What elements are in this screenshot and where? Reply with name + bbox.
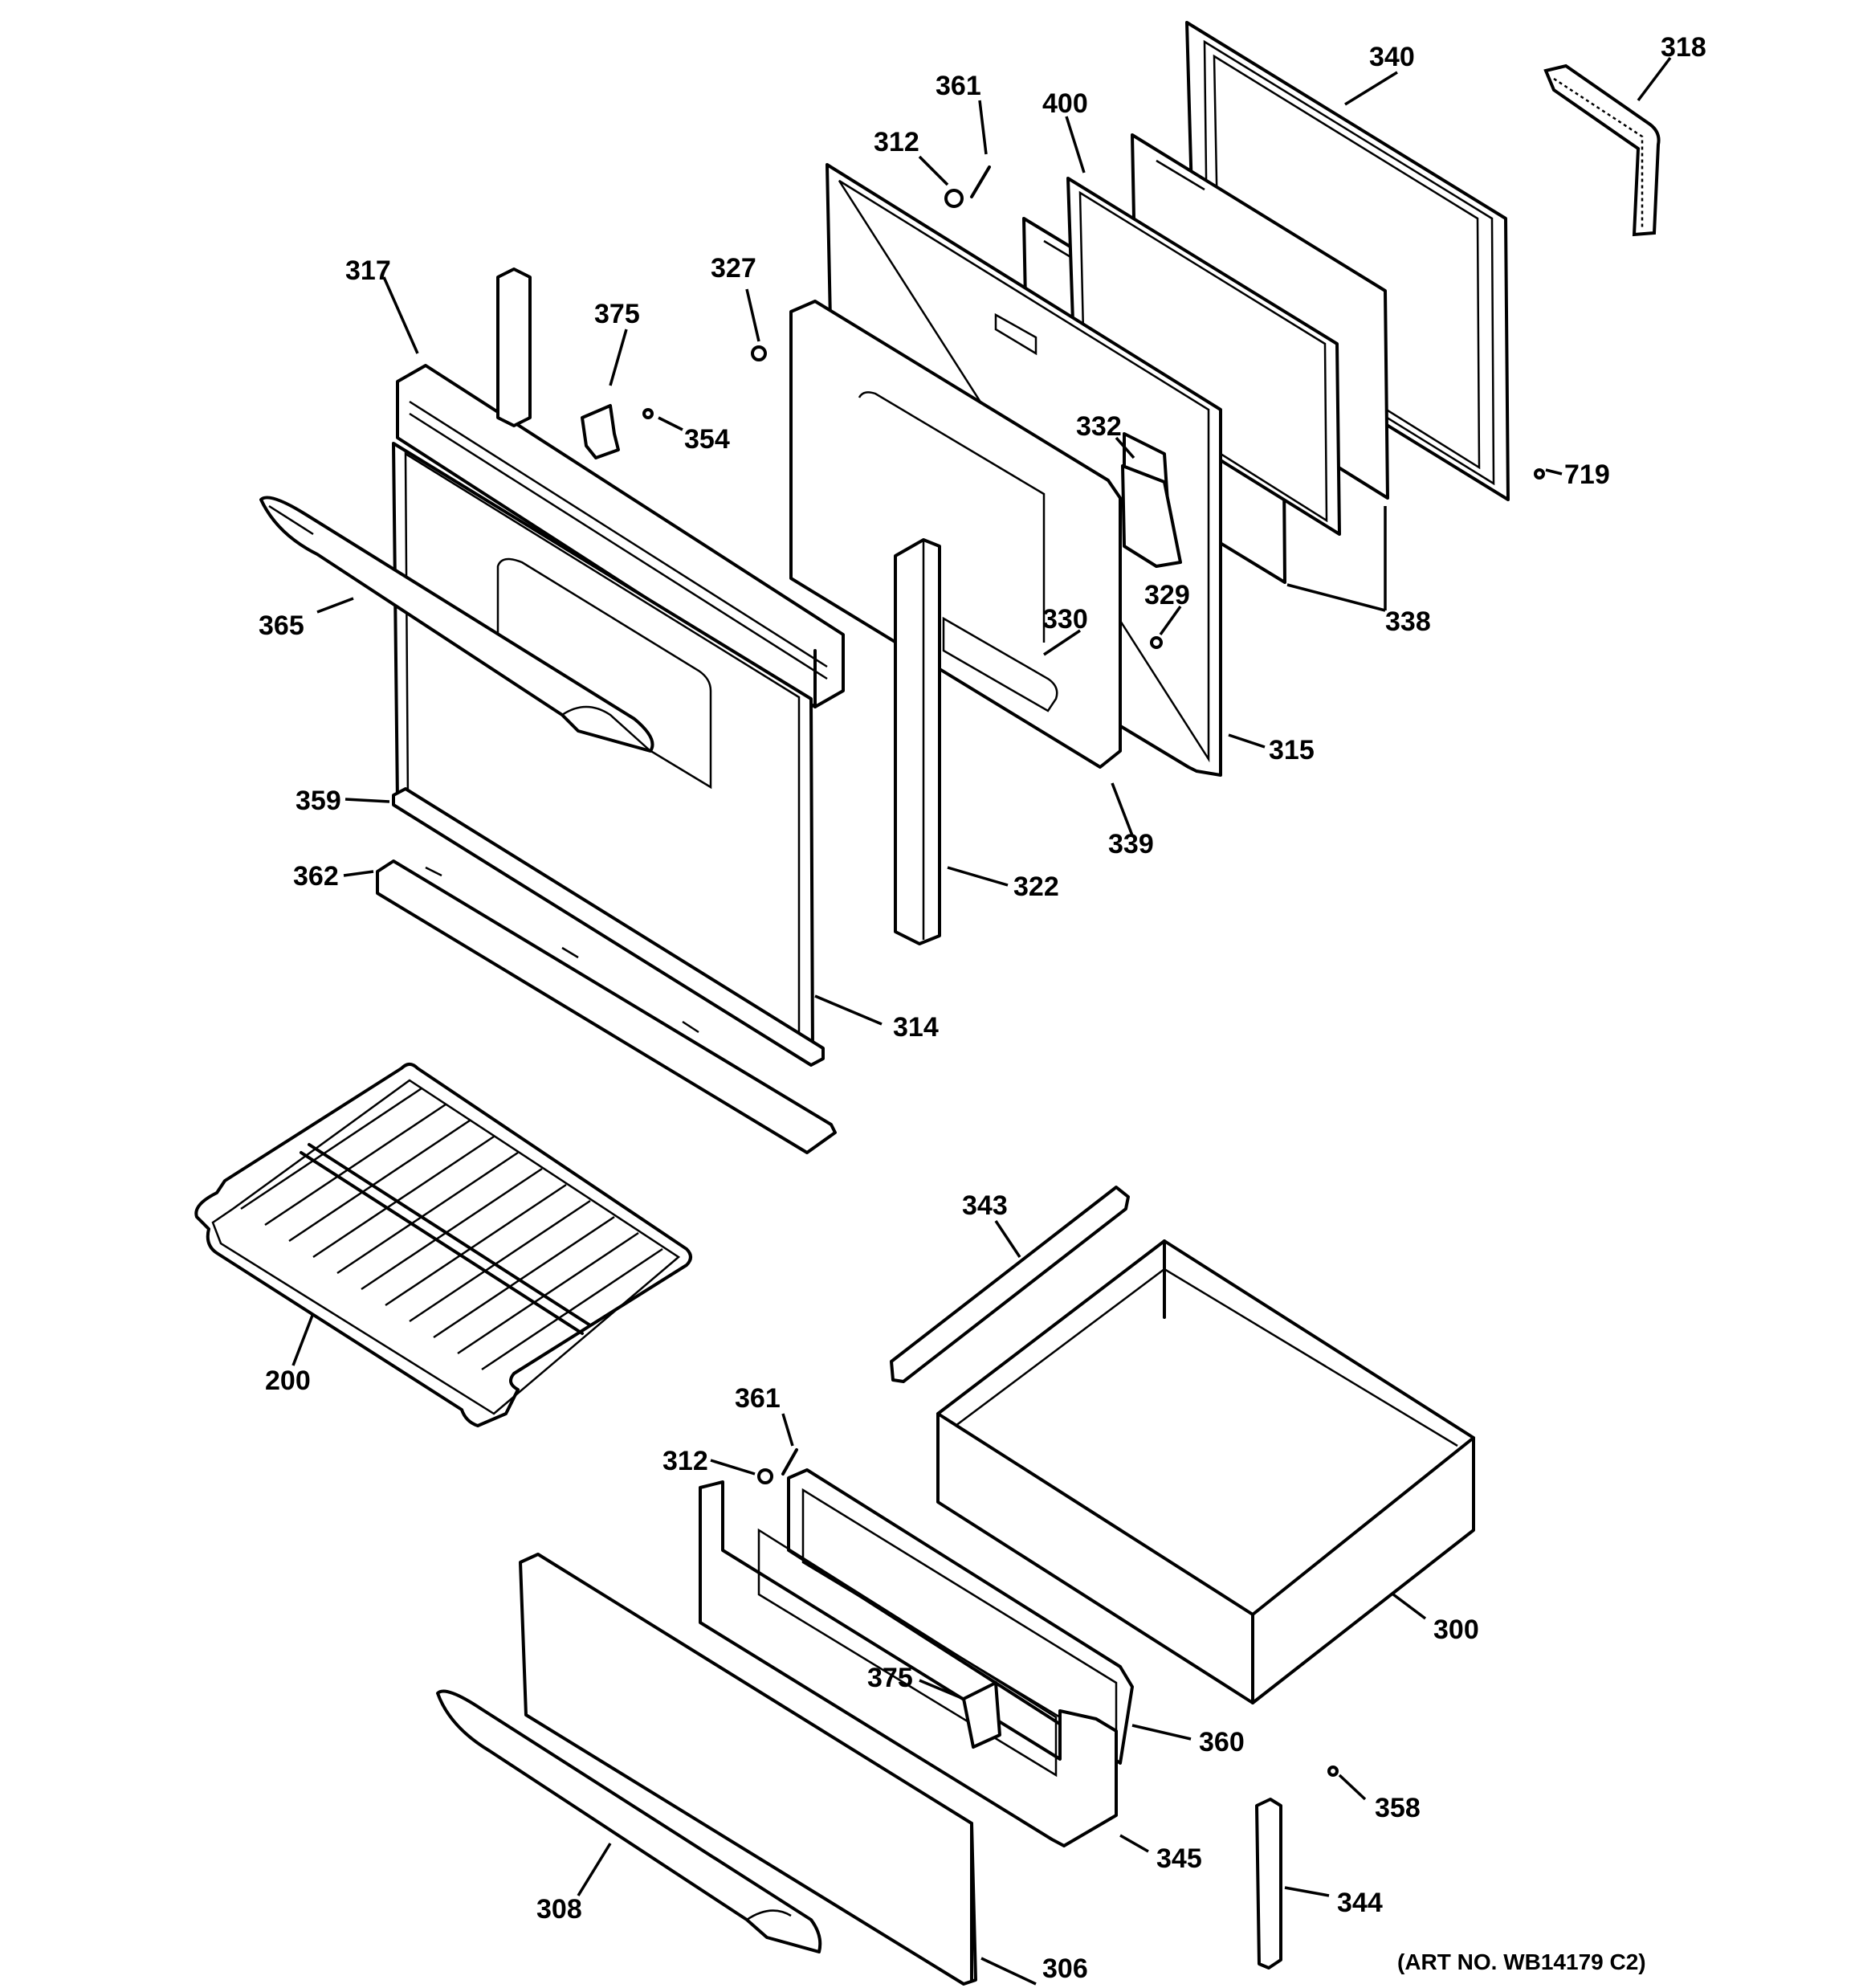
label-312-top: 312 bbox=[874, 127, 919, 157]
label-375-bottom: 375 bbox=[867, 1663, 913, 1693]
label-400: 400 bbox=[1042, 88, 1088, 119]
part-rod bbox=[496, 267, 532, 427]
label-339: 339 bbox=[1108, 829, 1154, 859]
label-308: 308 bbox=[536, 1894, 582, 1925]
label-330: 330 bbox=[1042, 604, 1088, 635]
label-318: 318 bbox=[1661, 32, 1706, 63]
part-343-slide bbox=[890, 1186, 1130, 1383]
label-306: 306 bbox=[1042, 1953, 1088, 1984]
part-345-inner-panel bbox=[699, 1480, 1118, 1847]
label-365: 365 bbox=[259, 610, 304, 641]
hardware-fasteners bbox=[581, 165, 1545, 1777]
part-306-drawer-front bbox=[519, 1553, 977, 1986]
label-360: 360 bbox=[1199, 1727, 1245, 1757]
part-labels: 318 340 361 400 312 317 375 327 354 332 … bbox=[259, 32, 1706, 1984]
part-362-trim bbox=[376, 859, 837, 1154]
label-332: 332 bbox=[1076, 411, 1122, 442]
art-number: (ART NO. WB14179 C2) bbox=[1397, 1949, 1646, 1974]
part-400-liner bbox=[1066, 177, 1341, 536]
label-359: 359 bbox=[296, 786, 341, 816]
part-317-vent-trim bbox=[396, 364, 845, 708]
label-344: 344 bbox=[1337, 1888, 1383, 1918]
label-317: 317 bbox=[345, 255, 391, 286]
label-312-bottom: 312 bbox=[662, 1446, 708, 1476]
part-318-gasket bbox=[1543, 63, 1661, 237]
label-358: 358 bbox=[1375, 1793, 1421, 1823]
part-344-bracket bbox=[1255, 1798, 1282, 1970]
leader-lines bbox=[291, 56, 1672, 1986]
label-300: 300 bbox=[1433, 1614, 1479, 1645]
label-719: 719 bbox=[1564, 459, 1610, 490]
label-343: 343 bbox=[962, 1190, 1008, 1221]
label-340: 340 bbox=[1369, 42, 1415, 72]
part-332-bracket bbox=[1121, 464, 1182, 568]
part-330-window bbox=[942, 616, 1058, 712]
label-361-top: 361 bbox=[936, 71, 981, 101]
label-200: 200 bbox=[265, 1365, 311, 1396]
label-375-top: 375 bbox=[594, 299, 640, 329]
label-314: 314 bbox=[893, 1012, 939, 1043]
label-354: 354 bbox=[684, 424, 730, 455]
label-322: 322 bbox=[1013, 872, 1059, 902]
label-345: 345 bbox=[1156, 1843, 1202, 1874]
label-338: 338 bbox=[1385, 606, 1431, 637]
part-359-strip bbox=[392, 787, 825, 1067]
label-362: 362 bbox=[293, 861, 339, 892]
part-339-door-panel bbox=[789, 300, 1122, 769]
label-329: 329 bbox=[1144, 580, 1190, 610]
part-365-handle bbox=[259, 496, 654, 753]
part-322-hinge-channel bbox=[894, 538, 941, 945]
label-361-bottom: 361 bbox=[735, 1383, 781, 1414]
label-315: 315 bbox=[1269, 735, 1315, 765]
part-300-drawer bbox=[936, 1239, 1475, 1704]
label-327: 327 bbox=[711, 253, 756, 284]
part-200-oven-rack bbox=[194, 1063, 692, 1427]
part-308-drawer-handle bbox=[436, 1689, 822, 1953]
